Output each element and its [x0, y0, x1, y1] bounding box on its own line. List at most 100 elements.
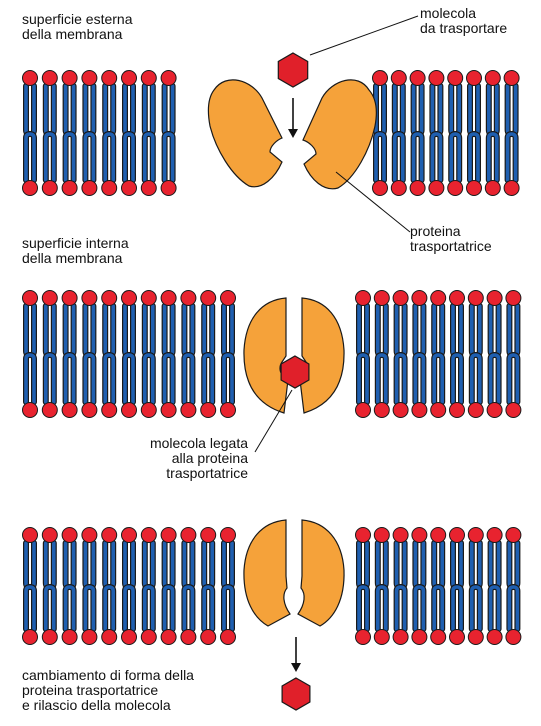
phospholipid-head	[391, 181, 406, 196]
phospholipid-head	[102, 528, 117, 543]
phospholipid-head	[23, 403, 38, 418]
phospholipid-head	[181, 528, 196, 543]
phospholipid-head	[467, 71, 482, 86]
phospholipid-head	[431, 403, 446, 418]
phospholipid-head	[485, 71, 500, 86]
phospholipid-head	[468, 403, 483, 418]
phospholipid-head	[62, 181, 77, 196]
phospholipid-head	[102, 630, 117, 645]
phospholipid-head	[42, 291, 57, 306]
phospholipid-head	[221, 291, 236, 306]
phospholipid-head	[122, 181, 137, 196]
phospholipid-head	[412, 291, 427, 306]
phospholipid-head	[487, 528, 502, 543]
membrane-stage-2	[23, 291, 521, 418]
phospholipid-head	[82, 181, 97, 196]
phospholipid-head	[161, 528, 176, 543]
phospholipid-head	[102, 403, 117, 418]
phospholipid-head	[221, 403, 236, 418]
phospholipid-head	[141, 181, 156, 196]
phospholipid-head	[393, 291, 408, 306]
phospholipid-head	[201, 630, 216, 645]
phospholipid-head	[374, 630, 389, 645]
phospholipid-head	[42, 403, 57, 418]
phospholipid-head	[450, 403, 465, 418]
phospholipid-head	[374, 403, 389, 418]
phospholipid-head	[412, 403, 427, 418]
phospholipid-head	[504, 71, 519, 86]
phospholipid-head	[374, 528, 389, 543]
phospholipid-head	[82, 71, 97, 86]
phospholipid-head	[82, 528, 97, 543]
phospholipid-head	[201, 528, 216, 543]
phospholipid-head	[431, 291, 446, 306]
phospholipid-head	[448, 181, 463, 196]
phospholipid-head	[429, 71, 444, 86]
phospholipid-head	[122, 291, 137, 306]
phospholipid-head	[393, 403, 408, 418]
phospholipid-head	[62, 630, 77, 645]
phospholipid-head	[161, 291, 176, 306]
phospholipid-head	[122, 630, 137, 645]
phospholipid-head	[467, 181, 482, 196]
phospholipid-head	[221, 630, 236, 645]
phospholipid-head	[82, 291, 97, 306]
phospholipid-head	[468, 528, 483, 543]
phospholipid-head	[506, 630, 521, 645]
phospholipid-head	[201, 291, 216, 306]
membrane-stage-3	[23, 520, 521, 645]
phospholipid-head	[373, 181, 388, 196]
phospholipid-head	[42, 181, 57, 196]
phospholipid-head	[412, 528, 427, 543]
phospholipid-head	[102, 291, 117, 306]
arrow-down-1	[288, 98, 298, 138]
phospholipid-head	[356, 630, 371, 645]
phospholipid-head	[141, 528, 156, 543]
phospholipid-head	[468, 630, 483, 645]
phospholipid-head	[62, 71, 77, 86]
phospholipid-head	[487, 403, 502, 418]
label-outer-surface: superficie esternadella membrana	[22, 12, 133, 42]
phospholipid-head	[82, 630, 97, 645]
phospholipid-head	[181, 630, 196, 645]
transport-protein-right	[300, 298, 344, 413]
phospholipid-head	[450, 528, 465, 543]
phospholipid-head	[506, 291, 521, 306]
phospholipid-head	[487, 630, 502, 645]
transport-protein-right	[303, 80, 376, 189]
molecule-to-transport	[278, 53, 307, 87]
phospholipid-head	[487, 291, 502, 306]
phospholipid-head	[62, 528, 77, 543]
phospholipid-head	[141, 71, 156, 86]
phospholipid-head	[102, 71, 117, 86]
phospholipid-head	[450, 630, 465, 645]
transport-protein-left	[244, 520, 290, 626]
phospholipid-head	[450, 291, 465, 306]
phospholipid-head	[356, 291, 371, 306]
phospholipid-head	[412, 630, 427, 645]
phospholipid-head	[356, 403, 371, 418]
arrow-down-2	[291, 637, 301, 672]
phospholipid-head	[431, 528, 446, 543]
phospholipid-head	[141, 291, 156, 306]
phospholipid-head	[431, 630, 446, 645]
phospholipid-head	[62, 291, 77, 306]
phospholipid-head	[373, 71, 388, 86]
phospholipid-head	[393, 528, 408, 543]
phospholipid-head	[410, 71, 425, 86]
phospholipid-head	[356, 528, 371, 543]
phospholipid-head	[393, 630, 408, 645]
phospholipid-head	[391, 71, 406, 86]
phospholipid-head	[122, 403, 137, 418]
phospholipid-head	[23, 71, 38, 86]
phospholipid-head	[122, 71, 137, 86]
phospholipid-head	[506, 403, 521, 418]
phospholipid-head	[141, 630, 156, 645]
